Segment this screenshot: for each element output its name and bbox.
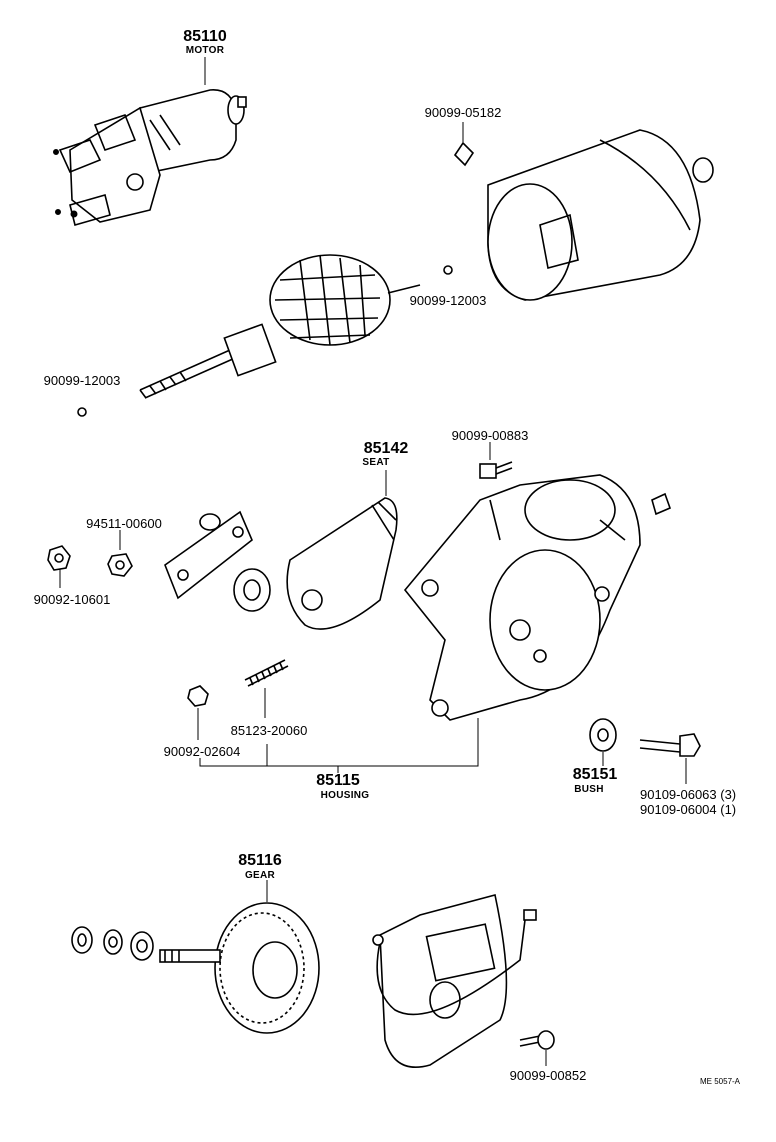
- clip-right-illustration: [651, 492, 672, 516]
- gear-illustration: [159, 880, 320, 1034]
- motor-part-name: MOTOR: [185, 45, 225, 56]
- gear-part-name: GEAR: [244, 870, 276, 881]
- ball-left-illustration: [77, 407, 87, 417]
- nut-small-part-number: 90092-02604: [163, 744, 241, 759]
- bolt-a-part-number: 90109-06063 (3): [640, 787, 737, 802]
- gear-part-number: 85116: [238, 852, 282, 869]
- screw-top-illustration: [479, 442, 513, 479]
- bolt-b-part-number: 90109-06004 (1): [640, 802, 737, 817]
- bush-part-name: BUSH: [574, 784, 604, 795]
- screw-top-part-number: 90099-00883: [451, 428, 529, 443]
- yoke-illustration: [487, 129, 714, 301]
- motor-part-number: 85110: [183, 28, 227, 45]
- clip-top-part-number: 90099-05182: [424, 105, 502, 120]
- stud-part-number: 85123-20060: [230, 723, 308, 738]
- stud-illustration: [244, 659, 289, 718]
- armature-illustration: [139, 254, 421, 399]
- screw-bottom-part-number: 90099-00852: [509, 1068, 587, 1083]
- motor-assembly-illustration: [53, 57, 247, 226]
- end-cover-illustration: [372, 894, 537, 1069]
- screw-bottom-illustration: [519, 1030, 555, 1066]
- housing-illustration: [403, 474, 641, 721]
- housing-part-name: HOUSING: [320, 790, 370, 801]
- clip-illustration: [453, 141, 475, 167]
- ball-left-part-number: 90099-12003: [43, 373, 121, 388]
- gear-washers-illustration: [71, 926, 154, 961]
- seat-illustration: [286, 470, 398, 630]
- bush-illustration: [589, 718, 617, 766]
- bracket-plate-illustration: [164, 510, 253, 600]
- washer-part-number: 94511-00600: [86, 516, 162, 531]
- bush-part-number: 85151: [572, 766, 618, 783]
- ring-washer-illustration: [233, 568, 271, 612]
- nut-small-illustration: [187, 685, 209, 707]
- seat-part-name: SEAT: [362, 457, 390, 468]
- diagram-code: ME 5057-A: [700, 1077, 741, 1086]
- ball-right-part-number: 90099-12003: [409, 293, 487, 308]
- bolt-illustration: [639, 733, 701, 784]
- nut-left-part-number: 90092-10601: [33, 592, 111, 607]
- housing-part-number: 85115: [316, 772, 360, 789]
- ball-right-illustration: [443, 265, 453, 275]
- seat-part-number: 85142: [363, 440, 409, 457]
